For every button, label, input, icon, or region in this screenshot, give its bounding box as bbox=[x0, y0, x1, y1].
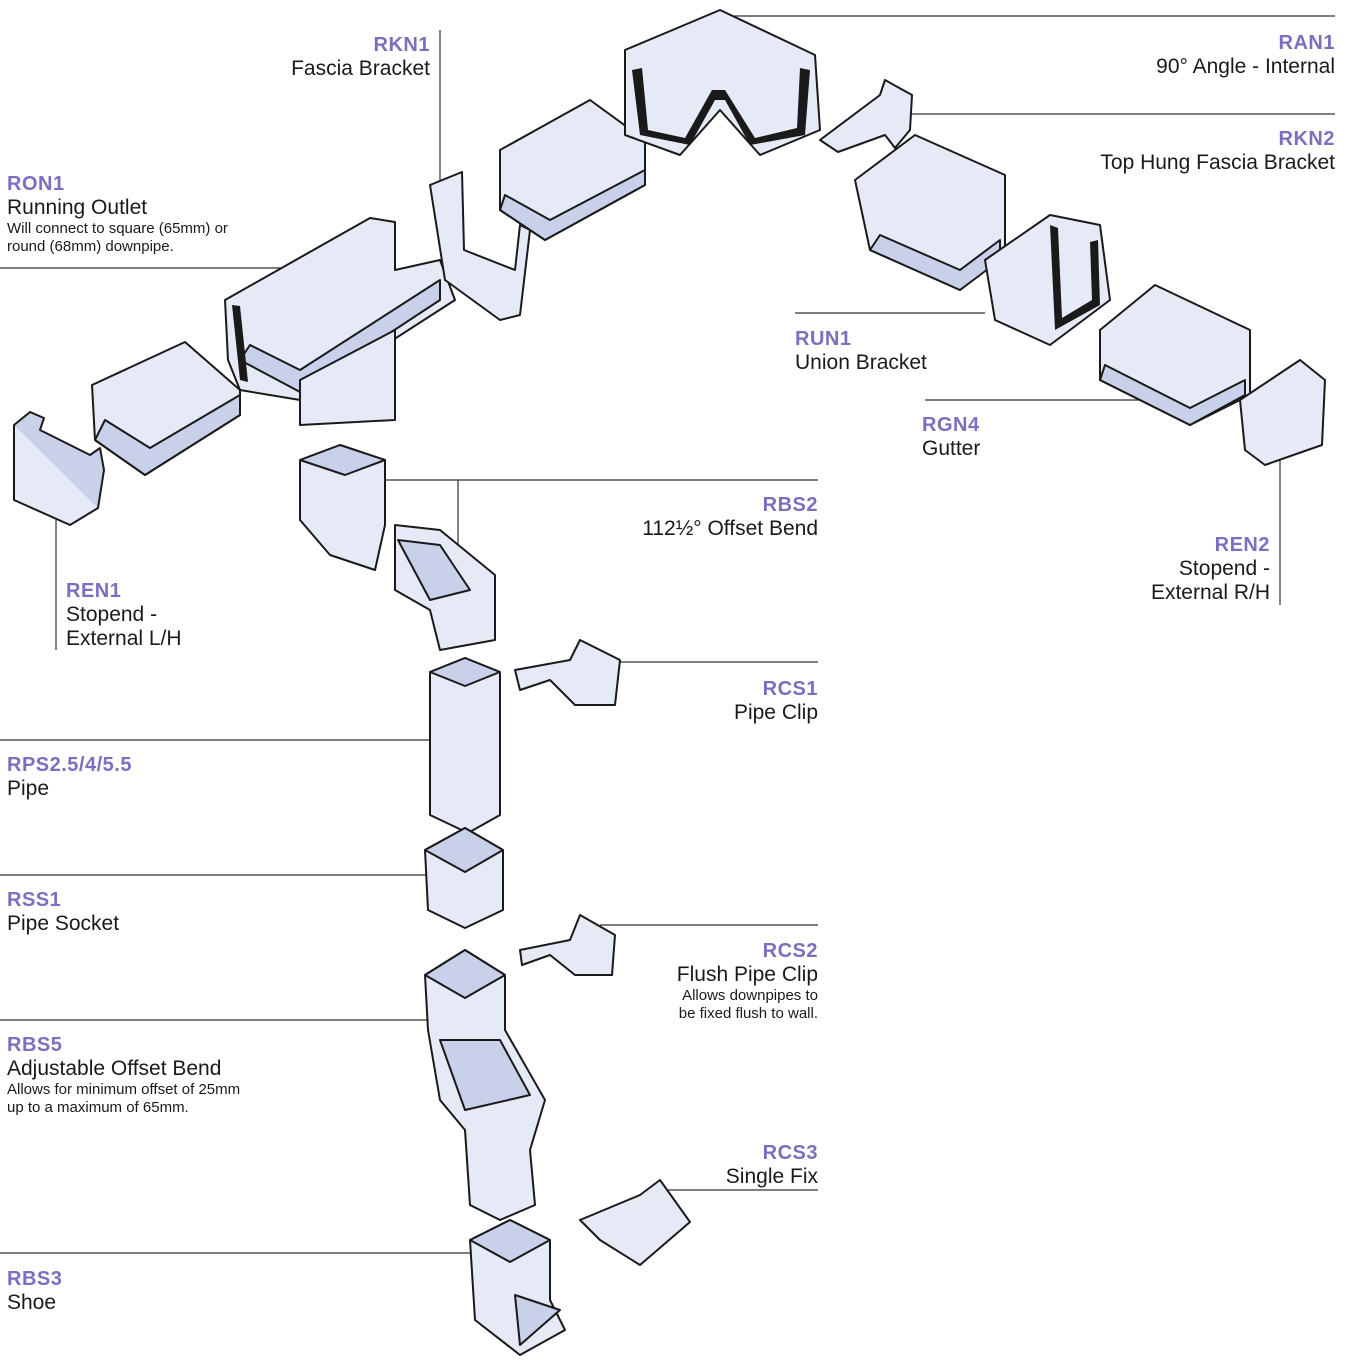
name-rbs3: Shoe bbox=[7, 1291, 57, 1314]
leader-lines bbox=[0, 15, 1335, 1254]
name-rcs1: Pipe Clip bbox=[733, 701, 818, 724]
adjustable-offset-bend-part bbox=[424, 949, 546, 1221]
name-ren1-line2: External L/H bbox=[66, 627, 182, 651]
note-rcs2-line1: Allows downpipes to bbox=[682, 987, 818, 1005]
label-ran1: RAN1 90° Angle - Internal bbox=[1035, 32, 1335, 79]
name-rkn1: Fascia Bracket bbox=[291, 57, 430, 80]
code-rbs5: RBS5 bbox=[7, 1034, 63, 1056]
code-ren1: REN1 bbox=[66, 580, 122, 602]
flush-pipe-clip-part bbox=[519, 914, 616, 976]
code-rbs2: RBS2 bbox=[762, 494, 818, 516]
code-rgn4: RGN4 bbox=[922, 414, 980, 436]
name-rgn4: Gutter bbox=[922, 437, 981, 460]
code-rkn1: RKN1 bbox=[373, 34, 430, 56]
running-outlet-part bbox=[224, 217, 456, 426]
note-rcs2-line2: be fixed flush to wall. bbox=[678, 1005, 818, 1023]
label-rkn1: RKN1 Fascia Bracket bbox=[230, 34, 430, 81]
label-rcs2: RCS2 Flush Pipe Clip Allows downpipes to… bbox=[618, 940, 818, 1023]
name-ran1: 90° Angle - Internal bbox=[1156, 55, 1335, 78]
name-rss1: Pipe Socket bbox=[7, 912, 120, 935]
name-rps: Pipe bbox=[7, 777, 50, 800]
label-rgn4: RGN4 Gutter bbox=[922, 414, 1122, 461]
stopend-right-part bbox=[1239, 359, 1326, 466]
name-ren1-line1: Stopend - bbox=[66, 603, 158, 626]
code-ron1: RON1 bbox=[7, 173, 65, 195]
code-rcs3: RCS3 bbox=[762, 1142, 818, 1164]
pipe-clip-part bbox=[514, 639, 621, 706]
label-ren1: REN1 Stopend - External L/H bbox=[66, 580, 266, 651]
code-rcs1: RCS1 bbox=[762, 678, 818, 700]
name-rbs2: 112½° Offset Bend bbox=[642, 517, 818, 540]
label-ren2: REN2 Stopend - External R/H bbox=[1070, 534, 1270, 605]
label-rbs2: RBS2 112½° Offset Bend bbox=[568, 494, 818, 541]
gutter-right-part bbox=[1099, 284, 1251, 426]
union-bracket-part bbox=[984, 214, 1111, 346]
code-rbs3: RBS3 bbox=[7, 1268, 63, 1290]
gutter-top-left-part bbox=[499, 99, 646, 241]
code-rkn2: RKN2 bbox=[1278, 128, 1335, 150]
label-run1: RUN1 Union Bracket bbox=[795, 328, 995, 375]
single-fix-part bbox=[579, 1179, 691, 1266]
pipe-part bbox=[429, 657, 501, 834]
label-ron1: RON1 Running Outlet Will connect to squa… bbox=[7, 173, 317, 256]
code-run1: RUN1 bbox=[795, 328, 852, 350]
name-ron1: Running Outlet bbox=[7, 196, 148, 219]
name-rbs5: Adjustable Offset Bend bbox=[7, 1057, 222, 1080]
note-ron1-line2: round (68mm) downpipe. bbox=[7, 238, 174, 256]
label-rbs3: RBS3 Shoe bbox=[7, 1268, 207, 1315]
name-ren2-line1: Stopend - bbox=[1178, 557, 1270, 580]
gutter-left-part bbox=[91, 341, 241, 476]
code-ren2: REN2 bbox=[1214, 534, 1270, 556]
top-hung-bracket-part bbox=[819, 79, 913, 153]
code-rss1: RSS1 bbox=[7, 889, 62, 911]
angle-internal-part bbox=[624, 9, 821, 156]
note-rbs5-line2: up to a maximum of 65mm. bbox=[7, 1099, 189, 1117]
label-rss1: RSS1 Pipe Socket bbox=[7, 889, 257, 936]
label-rps: RPS2.5/4/5.5 Pipe bbox=[7, 754, 257, 801]
code-rps: RPS2.5/4/5.5 bbox=[7, 754, 132, 776]
gutter-top-right-part bbox=[854, 134, 1006, 291]
label-rcs3: RCS3 Single Fix bbox=[618, 1142, 818, 1189]
shoe-part bbox=[469, 1219, 566, 1356]
note-rbs5-line1: Allows for minimum offset of 25mm bbox=[7, 1081, 241, 1099]
code-ran1: RAN1 bbox=[1278, 32, 1335, 54]
name-ren2-line2: External R/H bbox=[1150, 581, 1270, 605]
pipe-socket-part bbox=[424, 827, 504, 929]
name-rcs3: Single Fix bbox=[725, 1165, 818, 1188]
name-rcs2: Flush Pipe Clip bbox=[676, 963, 818, 986]
stopend-left-part bbox=[13, 411, 105, 526]
code-rcs2: RCS2 bbox=[762, 940, 818, 962]
name-run1: Union Bracket bbox=[795, 351, 927, 374]
name-rkn2: Top Hung Fascia Bracket bbox=[1100, 151, 1335, 174]
label-rkn2: RKN2 Top Hung Fascia Bracket bbox=[1035, 128, 1335, 175]
label-rbs5: RBS5 Adjustable Offset Bend Allows for m… bbox=[7, 1034, 337, 1117]
note-ron1-line1: Will connect to square (65mm) or bbox=[7, 220, 228, 238]
label-rcs1: RCS1 Pipe Clip bbox=[618, 678, 818, 725]
offset-bend-112-part bbox=[299, 444, 496, 651]
